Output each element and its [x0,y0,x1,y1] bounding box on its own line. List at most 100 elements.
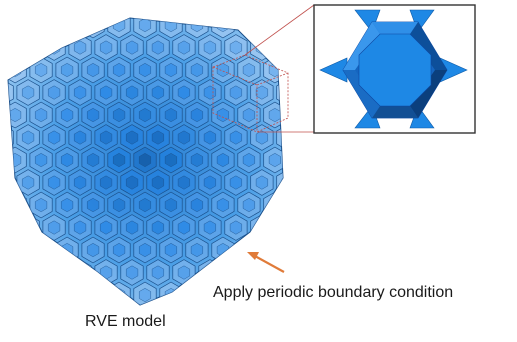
lattice-cell-window [295,153,307,167]
lattice-cell-window [295,198,307,212]
lattice-cell-window [99,220,113,235]
lattice-cell-window [229,175,243,190]
lattice-cell-window [229,220,243,235]
lattice-cell-window [61,63,74,78]
lattice-cell-window [48,130,61,145]
unit-cell-front-face [358,33,432,107]
lattice-cell-window [22,220,35,235]
lattice-cell-window [151,40,165,55]
lattice-cell-window [190,63,204,78]
lattice-cell-window [112,243,126,258]
selected-cell-box [212,54,289,133]
lattice-cell-window [86,243,100,258]
lattice-cell-window [164,108,178,123]
rve-model-caption: RVE model [85,313,166,330]
lattice-cell-window [125,175,139,190]
lattice-cell-window [48,85,61,100]
lattice-cell-window [138,153,152,168]
lattice-cell-window [86,63,100,78]
lattice-cell [8,214,14,241]
lattice-cell [290,192,312,218]
lattice-cell [81,281,105,305]
lattice-cell-window [61,108,74,123]
lattice-cell-window [61,198,74,213]
lattice-cell-window [255,130,268,145]
lattice-cell-window [164,198,178,213]
lattice-cell [8,236,27,264]
lattice-cell [121,0,143,15]
lattice-cell-window [255,85,268,100]
lattice-cell-window [138,108,152,123]
lattice-cell-window [125,40,139,55]
lattice-cell-window [138,243,152,258]
lattice-cell-window [190,198,204,213]
lattice-cell [263,236,283,264]
lattice-cell-window [112,198,126,213]
lattice-cell-window [61,153,74,168]
lattice-cell [42,259,66,286]
lattice-cell-window [35,63,48,78]
lattice-cell-window [268,243,281,258]
lattice-cell-window [73,175,87,190]
lattice-cell-window [255,175,268,190]
lattice-cell-window [138,198,152,213]
lattice-cell-window [100,0,112,9]
lattice-cell-window [48,265,61,280]
lattice-cell [276,214,283,241]
arrow-up-right-icon [247,252,285,273]
lattice-cell-window [8,130,9,145]
lattice-cell-window [255,265,268,280]
lattice-cell-window [61,18,74,33]
lattice-cell-window [268,198,281,213]
lattice-cell-window [86,153,100,168]
lattice-cell-window [164,63,178,78]
lattice-cell [173,0,195,15]
lattice-cell-window [177,85,191,100]
lattice-cell-window [35,153,48,168]
rve-lattice [7,0,325,325]
lattice-cell-window [216,198,230,213]
lattice-cell-window [35,198,48,213]
lattice-cell [290,147,312,173]
lattice-cell-window [178,0,190,9]
lattice-cell-window [229,265,243,280]
lattice-cell-window [73,40,87,55]
lattice-cell-window [177,175,191,190]
lattice-cell-window [190,153,204,168]
lattice-cell-window [242,153,256,168]
lattice-cell-window [203,40,217,55]
lattice-cell [185,281,209,305]
lattice-cell-window [229,130,243,145]
lattice-cell-window [35,243,48,258]
lattice-cell-window [151,220,165,235]
lattice-cell-window [190,243,204,258]
lattice-cell [16,259,40,286]
lattice-cell-window [112,108,126,123]
lattice-cell-window [125,130,139,145]
lattice-cell-window [308,176,320,190]
lattice-cell-window [22,130,35,145]
lattice-cell-window [125,85,139,100]
unit-cell-inset [313,4,476,134]
lattice-cell-window [112,63,126,78]
lattice-cell-window [281,130,283,145]
lattice-cell-window [268,153,281,168]
lattice-cell-window [86,108,100,123]
lattice-cell [303,170,325,196]
lattice-cell-window [151,265,165,280]
lattice-cell-window [86,18,100,33]
lattice-cell [147,0,169,15]
lattice-cell-window [48,175,61,190]
lattice-cell-window [203,130,217,145]
lattice-cell-window [178,311,190,325]
lattice-cell-window [22,40,35,55]
lattice-cell [29,236,53,264]
lattice-cell-window [190,108,204,123]
lattice-cell-window [216,153,230,168]
lattice-cell-window [255,220,268,235]
lattice-cell-window [242,63,256,78]
lattice-cell-window [138,288,152,303]
lattice-cell-window [242,108,256,123]
lattice-cell-window [164,243,178,258]
